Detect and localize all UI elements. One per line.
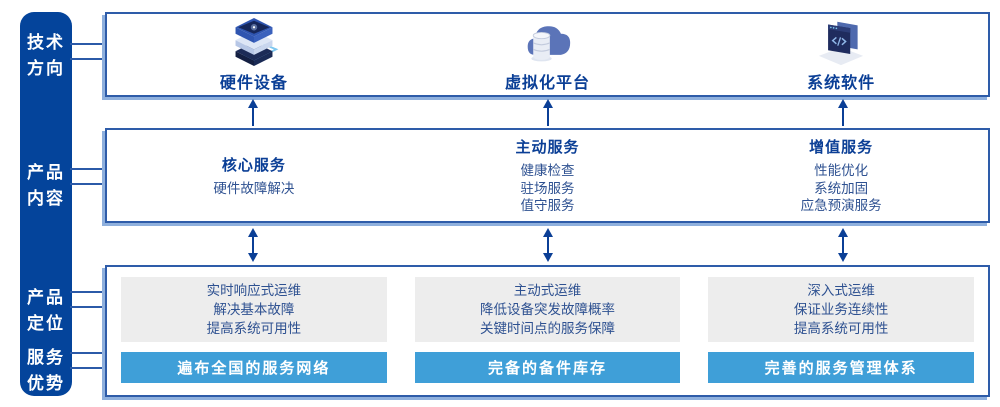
sidebar-label-product-positioning: 产品 定位 — [27, 288, 65, 333]
service-col-value-added: 增值服务 性能优化 系统加固 应急预演服务 — [694, 130, 988, 221]
positioning-panel: 实时响应式运维 解决基本故障 提高系统可用性 — [121, 277, 387, 343]
product-content-box: 核心服务 硬件故障解决 主动服务 健康检查 驻场服务 值守服务 增值服务 性能优… — [105, 128, 990, 223]
up-arrow-icon — [695, 99, 990, 126]
positioning-col-deep: 深入式运维 保证业务连续性 提高系统可用性 完善的服务管理体系 — [694, 267, 988, 395]
service-item: 系统加固 — [814, 180, 869, 196]
sidebar-label-service-advantage: 服务 优势 — [27, 348, 65, 393]
tech-item-system-software: 系统软件 — [694, 14, 988, 95]
connector-line — [70, 352, 107, 354]
positioning-point: 实时响应式运维 — [206, 283, 302, 299]
software-window-icon — [819, 21, 864, 66]
positioning-point: 关键时间点的服务保障 — [480, 321, 615, 337]
connector-line — [70, 367, 107, 369]
service-item: 应急预演服务 — [800, 198, 882, 214]
sidebar: 技术 方向 产品 内容 产品 定位 服务 优势 — [20, 12, 72, 396]
advantage-banner: 完善的服务管理体系 — [708, 352, 975, 383]
tech-item-virtualization: 虚拟化平台 — [401, 14, 695, 95]
positioning-col-proactive: 主动式运维 降低设备突发故障概率 关键时间点的服务保障 完备的备件库存 — [401, 267, 695, 395]
connector-line — [70, 306, 107, 308]
sidebar-label-tech-direction: 技术 方向 — [27, 33, 65, 78]
advantage-banner: 遍布全国的服务网络 — [121, 352, 387, 383]
service-heading: 增值服务 — [809, 139, 874, 157]
cloud-database-icon — [527, 26, 570, 62]
tech-item-label: 系统软件 — [807, 75, 876, 92]
tech-item-label: 虚拟化平台 — [505, 75, 591, 92]
service-heading: 主动服务 — [515, 139, 580, 157]
positioning-point: 保证业务连续性 — [793, 302, 889, 318]
connector-line — [70, 291, 107, 293]
service-item: 健康检查 — [520, 163, 575, 179]
connector-line — [70, 58, 107, 60]
service-item: 性能优化 — [814, 163, 869, 179]
up-arrow-icon — [105, 99, 400, 126]
arrow-row-lower — [105, 227, 990, 263]
advantage-banner: 完备的备件库存 — [414, 352, 681, 383]
tech-item-hardware: 硬件设备 — [107, 14, 401, 95]
double-arrow-icon — [105, 227, 400, 263]
positioning-point: 深入式运维 — [807, 283, 875, 299]
sidebar-label-product-content: 产品 内容 — [27, 163, 65, 208]
positioning-point: 解决基本故障 — [213, 302, 295, 318]
service-item: 值守服务 — [520, 198, 575, 214]
server-stack-icon — [235, 18, 279, 66]
positioning-point: 提高系统可用性 — [206, 321, 302, 337]
double-arrow-icon — [400, 227, 695, 263]
service-col-proactive: 主动服务 健康检查 驻场服务 值守服务 — [401, 130, 695, 221]
positioning-point: 提高系统可用性 — [793, 321, 889, 337]
double-arrow-icon — [695, 227, 990, 263]
service-item: 硬件故障解决 — [213, 180, 295, 196]
positioning-panel: 深入式运维 保证业务连续性 提高系统可用性 — [708, 277, 975, 343]
positioning-col-realtime: 实时响应式运维 解决基本故障 提高系统可用性 遍布全国的服务网络 — [107, 267, 401, 395]
positioning-advantage-box: 实时响应式运维 解决基本故障 提高系统可用性 遍布全国的服务网络 主动式运维 降… — [105, 265, 990, 397]
up-arrow-icon — [400, 99, 695, 126]
arrow-row-upper — [105, 99, 990, 126]
positioning-point: 降低设备突发故障概率 — [480, 302, 615, 318]
service-heading: 核心服务 — [221, 156, 286, 174]
positioning-panel: 主动式运维 降低设备突发故障概率 关键时间点的服务保障 — [414, 277, 681, 343]
tech-direction-box: 硬件设备 虚拟化平台 — [105, 12, 990, 97]
service-item: 驻场服务 — [520, 180, 575, 196]
connector-line — [70, 168, 107, 170]
positioning-point: 主动式运维 — [513, 283, 582, 299]
tech-item-label: 硬件设备 — [219, 75, 288, 92]
service-col-core: 核心服务 硬件故障解决 — [107, 130, 401, 221]
connector-line — [70, 43, 107, 45]
connector-line — [70, 183, 107, 185]
